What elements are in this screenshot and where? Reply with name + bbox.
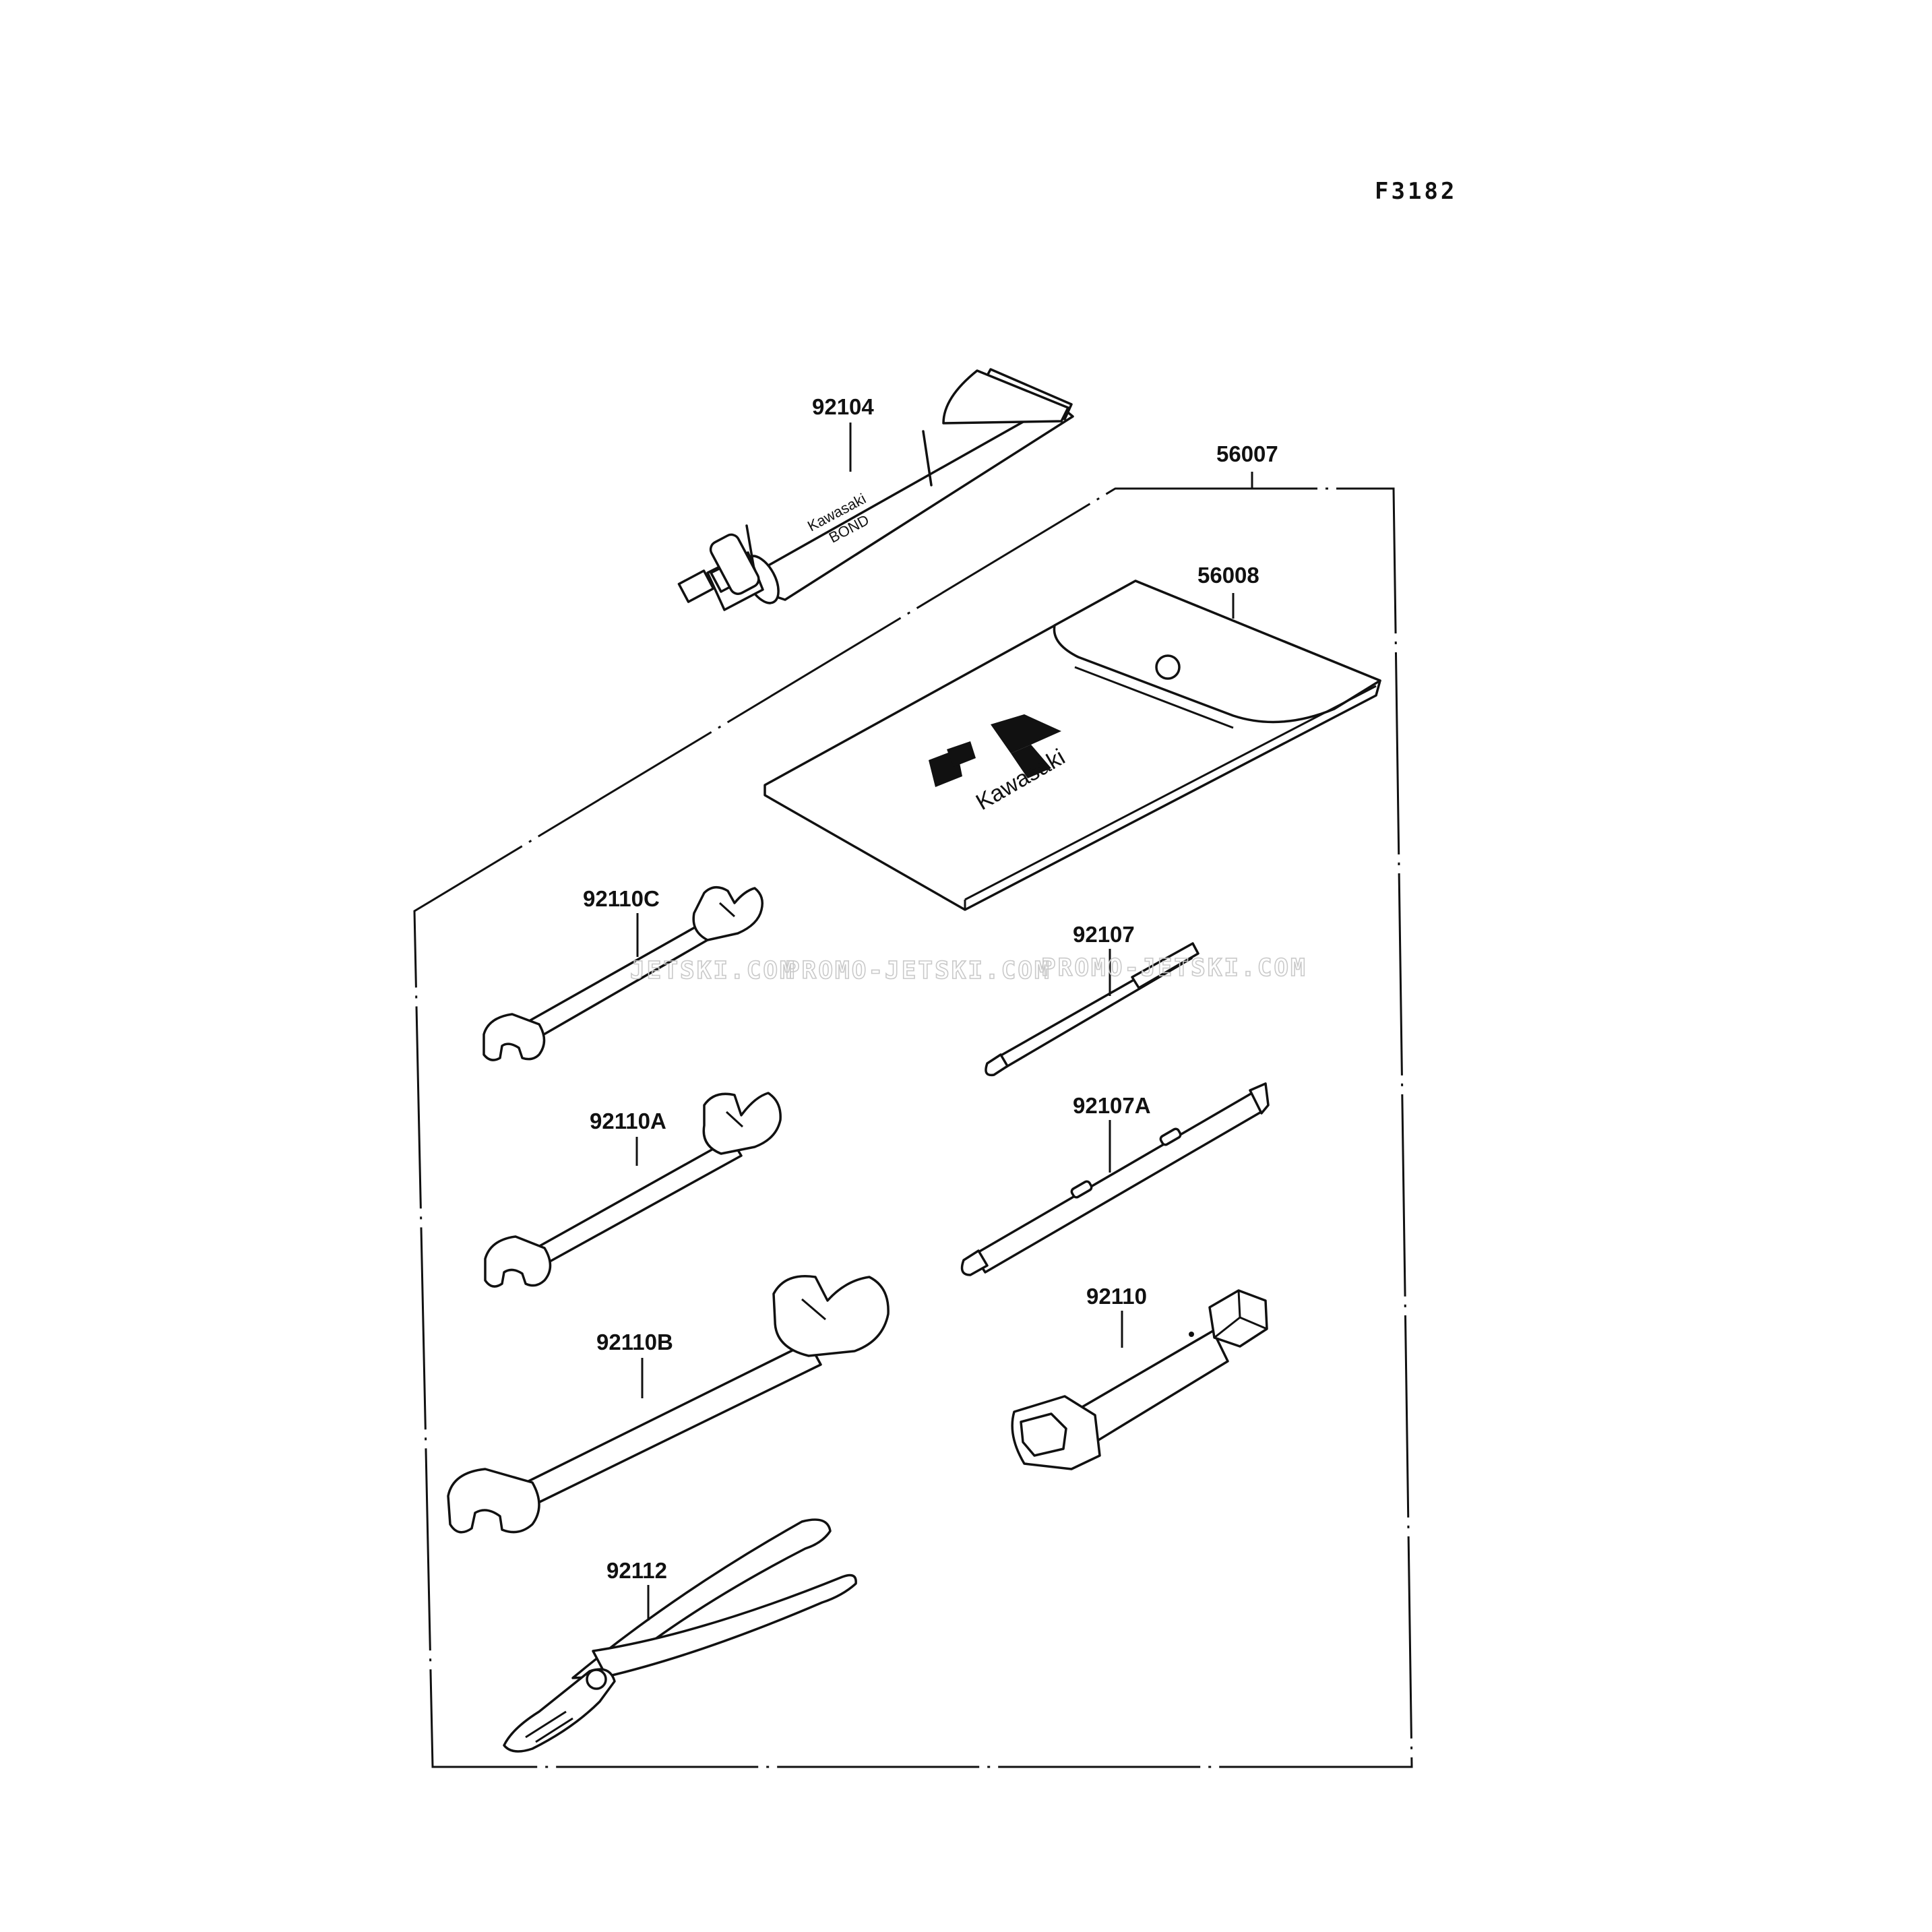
pliers-92112-drawing (503, 1518, 857, 1753)
diagram-code: F3182 (1375, 178, 1457, 205)
part-label-92110a: 92110A (590, 1109, 666, 1133)
part-label-92107a: 92107A (1073, 1093, 1151, 1118)
part-label-56007: 56007 (1216, 441, 1278, 466)
part-label-92110: 92110 (1086, 1284, 1147, 1309)
part-label-92112: 92112 (606, 1558, 667, 1583)
part-label-56008: 56008 (1197, 563, 1259, 588)
part-label-92110c: 92110C (583, 886, 660, 911)
watermark-text: JETSKI.COM (630, 957, 797, 985)
bond-tube-drawing: Kawasaki BOND (677, 368, 1074, 611)
wrench-92110c-drawing (482, 886, 764, 1061)
wrench-92110a-drawing (484, 1092, 782, 1288)
wrench-92110b-drawing (447, 1275, 890, 1534)
part-label-92107: 92107 (1073, 922, 1135, 947)
watermark-text: PROMO-JETSKI.COM (1041, 954, 1307, 982)
box-spanner-92110-drawing (1011, 1289, 1268, 1470)
part-label-92104: 92104 (812, 394, 874, 419)
leader-lines (635, 423, 1253, 1621)
tool-kit-frame (413, 487, 1413, 1768)
part-label-92110b: 92110B (596, 1330, 673, 1354)
tool-pouch-drawing: Kawasaki (764, 580, 1381, 911)
kawasaki-logo-icon (929, 714, 1061, 787)
screwdriver-92107a-drawing (960, 1082, 1270, 1276)
screwdriver-92107-drawing (985, 942, 1199, 1077)
watermark-text: PROMO-JETSKI.COM (785, 957, 1051, 985)
